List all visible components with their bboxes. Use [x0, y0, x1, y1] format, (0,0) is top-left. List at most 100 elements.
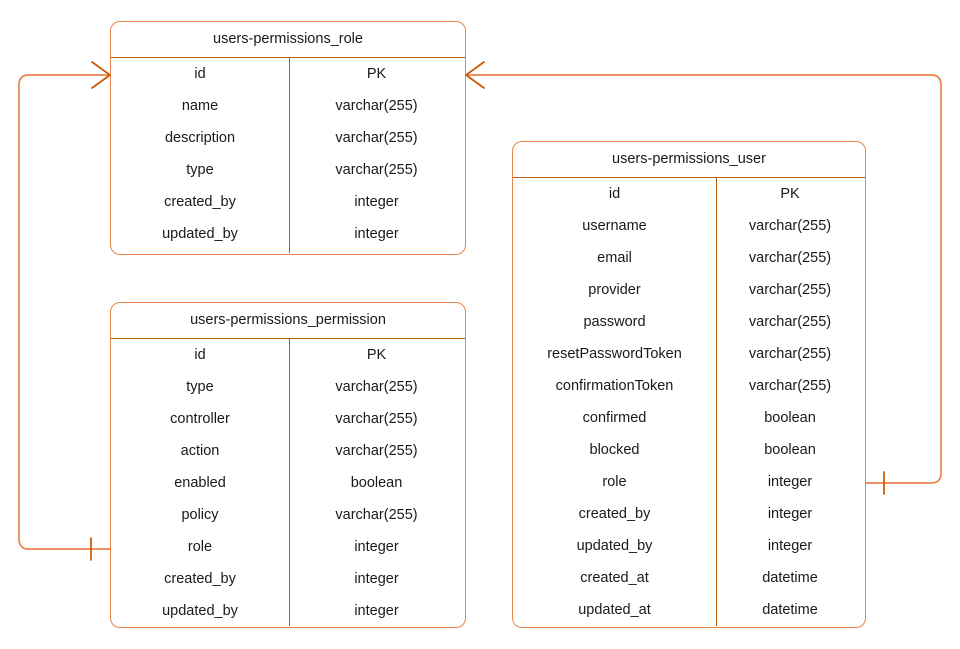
field-row[interactable]: resetPasswordToken varchar(255)	[513, 338, 865, 370]
field-type: varchar(255)	[748, 313, 832, 330]
field-type: varchar(255)	[335, 161, 418, 178]
field-row[interactable]: updated_by integer	[513, 530, 865, 562]
connector-permission-role	[18, 74, 111, 550]
field-name: username	[582, 217, 647, 234]
field-type: integer	[354, 570, 399, 587]
field-name: id	[194, 65, 206, 82]
field-type: varchar(255)	[335, 410, 418, 427]
field-row[interactable]: id PK	[513, 178, 865, 210]
field-type: integer	[354, 538, 399, 555]
entity-fields: id PK type varchar(255) controller varchar(25…	[111, 339, 465, 626]
field-type: integer	[767, 505, 813, 522]
entity-title: users-permissions_user	[513, 142, 865, 178]
field-type: integer	[354, 225, 399, 242]
field-name: confirmed	[582, 409, 647, 426]
field-row[interactable]: type varchar(255)	[111, 154, 465, 186]
field-type: varchar(255)	[748, 249, 832, 266]
field-row[interactable]: updated_by integer	[111, 218, 465, 250]
field-type: varchar(255)	[335, 97, 418, 114]
entity-fields: id PK username varchar(255) email varchar(255…	[513, 178, 865, 626]
field-name: name	[181, 97, 219, 114]
entity-title: users-permissions_permission	[111, 303, 465, 339]
field-row[interactable]: updated_at datetime	[513, 594, 865, 626]
field-name: provider	[588, 281, 641, 298]
entity-title: users-permissions_role	[111, 22, 465, 58]
field-name: controller	[170, 410, 230, 427]
field-type: varchar(255)	[748, 217, 832, 234]
field-row[interactable]: name varchar(255)	[111, 90, 465, 122]
field-row[interactable]: controller varchar(255)	[111, 403, 465, 435]
field-type: varchar(255)	[335, 129, 418, 146]
field-type: varchar(255)	[335, 378, 418, 395]
field-row[interactable]: role integer	[111, 531, 465, 563]
field-name: type	[186, 378, 214, 395]
field-row[interactable]: id PK	[111, 339, 465, 371]
crowsfoot-many-role-right	[465, 61, 485, 89]
field-name: email	[597, 249, 632, 266]
field-type: PK	[780, 185, 800, 202]
field-row[interactable]: password varchar(255)	[513, 306, 865, 338]
field-name: resetPasswordToken	[547, 345, 682, 362]
field-name: id	[194, 346, 206, 363]
field-type: varchar(255)	[335, 506, 418, 523]
field-row[interactable]: created_at datetime	[513, 562, 865, 594]
field-row[interactable]: created_by integer	[111, 563, 465, 595]
field-row[interactable]: role integer	[513, 466, 865, 498]
field-name: enabled	[174, 474, 226, 491]
field-type: varchar(255)	[748, 281, 832, 298]
field-name: blocked	[589, 441, 640, 458]
column-divider	[716, 178, 717, 626]
field-type: varchar(255)	[748, 345, 832, 362]
field-name: updated_by	[162, 225, 238, 242]
field-name: updated_by	[576, 537, 653, 554]
column-divider	[289, 58, 290, 253]
field-type: boolean	[350, 474, 403, 491]
field-name: password	[583, 313, 646, 330]
field-type: integer	[354, 193, 399, 210]
field-row[interactable]: created_by integer	[513, 498, 865, 530]
field-name: created_by	[578, 505, 651, 522]
crowsfoot-many-role-left	[91, 61, 111, 89]
field-row[interactable]: description varchar(255)	[111, 122, 465, 154]
field-type: varchar(255)	[748, 377, 832, 394]
field-name: updated_at	[578, 601, 651, 618]
field-name: id	[608, 185, 621, 202]
field-row[interactable]: updated_by integer	[111, 595, 465, 627]
field-row[interactable]: type varchar(255)	[111, 371, 465, 403]
field-name: created_by	[164, 570, 236, 587]
field-type: boolean	[764, 409, 816, 426]
field-type: integer	[354, 602, 399, 619]
field-row[interactable]: enabled boolean	[111, 467, 465, 499]
field-row[interactable]: confirmed boolean	[513, 402, 865, 434]
field-name: role	[187, 538, 213, 555]
field-row[interactable]: provider varchar(255)	[513, 274, 865, 306]
field-type: datetime	[762, 569, 818, 586]
field-name: role	[602, 473, 627, 490]
field-row[interactable]: blocked boolean	[513, 434, 865, 466]
field-name: type	[186, 161, 214, 178]
field-row[interactable]: created_by integer	[111, 186, 465, 218]
field-type: PK	[366, 346, 387, 363]
field-type: integer	[767, 473, 813, 490]
column-divider	[289, 339, 290, 626]
field-row[interactable]: confirmationToken varchar(255)	[513, 370, 865, 402]
field-name: description	[164, 129, 236, 146]
field-name: created_at	[580, 569, 649, 586]
field-name: created_by	[164, 193, 236, 210]
field-type: boolean	[764, 441, 816, 458]
field-name: confirmationToken	[555, 377, 674, 394]
field-row[interactable]: username varchar(255)	[513, 210, 865, 242]
field-type: integer	[767, 537, 813, 554]
field-type: datetime	[762, 601, 818, 618]
field-type: varchar(255)	[335, 442, 418, 459]
field-row[interactable]: email varchar(255)	[513, 242, 865, 274]
field-name: updated_by	[162, 602, 238, 619]
